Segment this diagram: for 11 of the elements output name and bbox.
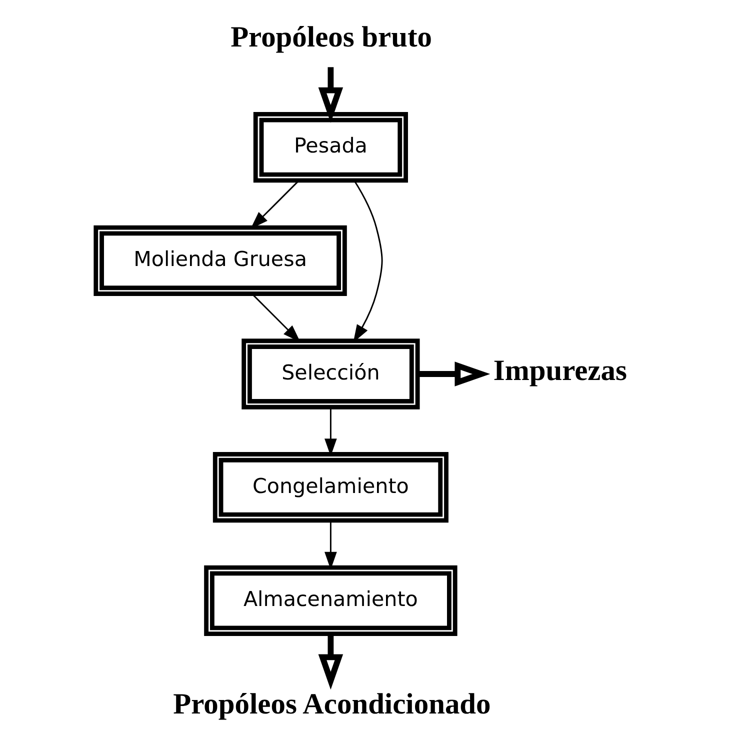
arrow bbox=[318, 634, 344, 690]
node-box: Molienda Gruesa bbox=[94, 225, 347, 296]
node-text: Propóleos bruto bbox=[230, 21, 432, 54]
node-text: Propóleos Acondicionado bbox=[173, 688, 491, 720]
node-box: Pesada bbox=[253, 112, 408, 183]
arrow bbox=[418, 362, 490, 386]
node-box: Selección bbox=[242, 338, 420, 410]
arrow bbox=[318, 67, 344, 123]
node-text: Impurezas bbox=[493, 354, 627, 387]
node-box: Congelamiento bbox=[212, 452, 448, 523]
node-box: Almacenamiento bbox=[204, 565, 458, 636]
